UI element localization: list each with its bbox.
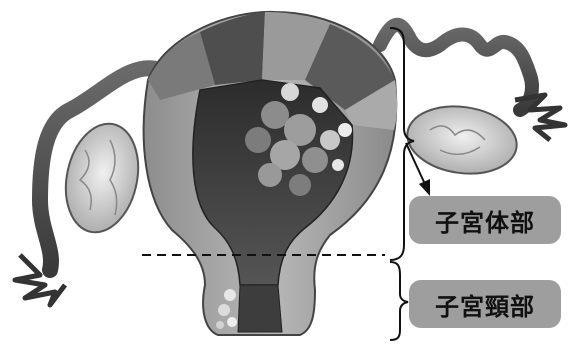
uterine-cervix-label: 子宮頸部 [409, 280, 561, 328]
brace-icon [390, 262, 408, 340]
right-ovary [403, 100, 521, 181]
cervical-canal [238, 285, 282, 332]
uterine-body-label: 子宮体部 [409, 196, 561, 244]
left-ovary [56, 117, 147, 239]
